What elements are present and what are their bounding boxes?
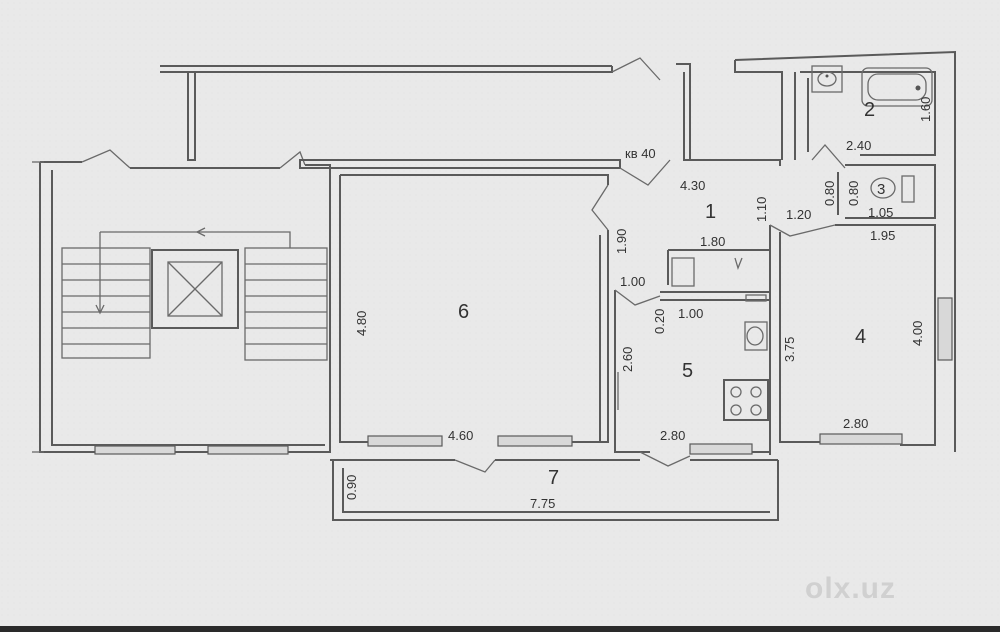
- bathtub-icon: [861, 67, 933, 107]
- dim-label: 0.90: [344, 475, 359, 500]
- fixtures: [671, 65, 933, 421]
- dim-label: 1.00: [678, 306, 703, 321]
- dim-label: 4.30: [680, 178, 705, 193]
- room-label-7: 7: [548, 467, 559, 489]
- dim-label: 1.80: [700, 234, 725, 249]
- kitchen-window: [689, 443, 753, 455]
- dim-label: 1.60: [918, 97, 933, 122]
- room4-window: [937, 297, 953, 361]
- room-label-6: 6: [458, 301, 469, 323]
- dim-label: 2.60: [620, 347, 635, 372]
- dim-label: 2.40: [846, 138, 871, 153]
- room-labels: 1 2 3 4 5 6 7: [458, 99, 885, 489]
- room-label-3: 3: [877, 181, 885, 198]
- top-corridor: [160, 57, 781, 186]
- stove-icon: [723, 379, 769, 421]
- bathroom-sink-icon: [811, 65, 843, 93]
- dim-label: 1.90: [614, 229, 629, 254]
- dimension-labels: 4.30 1.10 1.90 1.80 2.40 1.60 0.80 0.80 …: [344, 97, 933, 511]
- dim-label: 4.00: [910, 321, 925, 346]
- dim-label: 2.80: [660, 428, 685, 443]
- kitchen-sink-icon: [744, 321, 768, 351]
- apartment-number-label: кв 40: [625, 146, 656, 161]
- dim-label: 0.80: [822, 181, 837, 206]
- room6-window-2: [497, 435, 573, 447]
- room-label-1: 1: [705, 201, 716, 223]
- dim-label: 2.80: [843, 416, 868, 431]
- dim-label: 0.20: [652, 309, 667, 334]
- toilet-icon: [870, 177, 896, 199]
- dim-label: 1.00: [620, 274, 645, 289]
- dim-label: 1.95: [870, 228, 895, 243]
- dim-label: 3.75: [782, 337, 797, 362]
- dim-label: 0.80: [846, 181, 861, 206]
- dim-label: 7.75: [530, 496, 555, 511]
- apartment-walls: [329, 50, 956, 521]
- dim-label: 1.05: [868, 205, 893, 220]
- dim-label: 1.10: [754, 197, 769, 222]
- doors: [454, 144, 846, 473]
- room6-window-1: [367, 435, 443, 447]
- room-label-4: 4: [855, 326, 866, 348]
- room4-window-south: [819, 433, 903, 445]
- stairwell: [32, 149, 331, 455]
- room-label-5: 5: [682, 360, 693, 382]
- stairwell-window-2: [207, 445, 289, 455]
- elevator-shaft: [151, 249, 239, 329]
- room-label-2: 2: [864, 99, 875, 121]
- stairwell-window-1: [94, 445, 176, 455]
- watermark-logo: olx.uz: [805, 572, 897, 605]
- dim-label: 4.80: [354, 311, 369, 336]
- staircase-left: [61, 232, 151, 359]
- dim-label: 1.20: [786, 207, 811, 222]
- staircase-right: [100, 227, 328, 361]
- dim-label: 4.60: [448, 428, 473, 443]
